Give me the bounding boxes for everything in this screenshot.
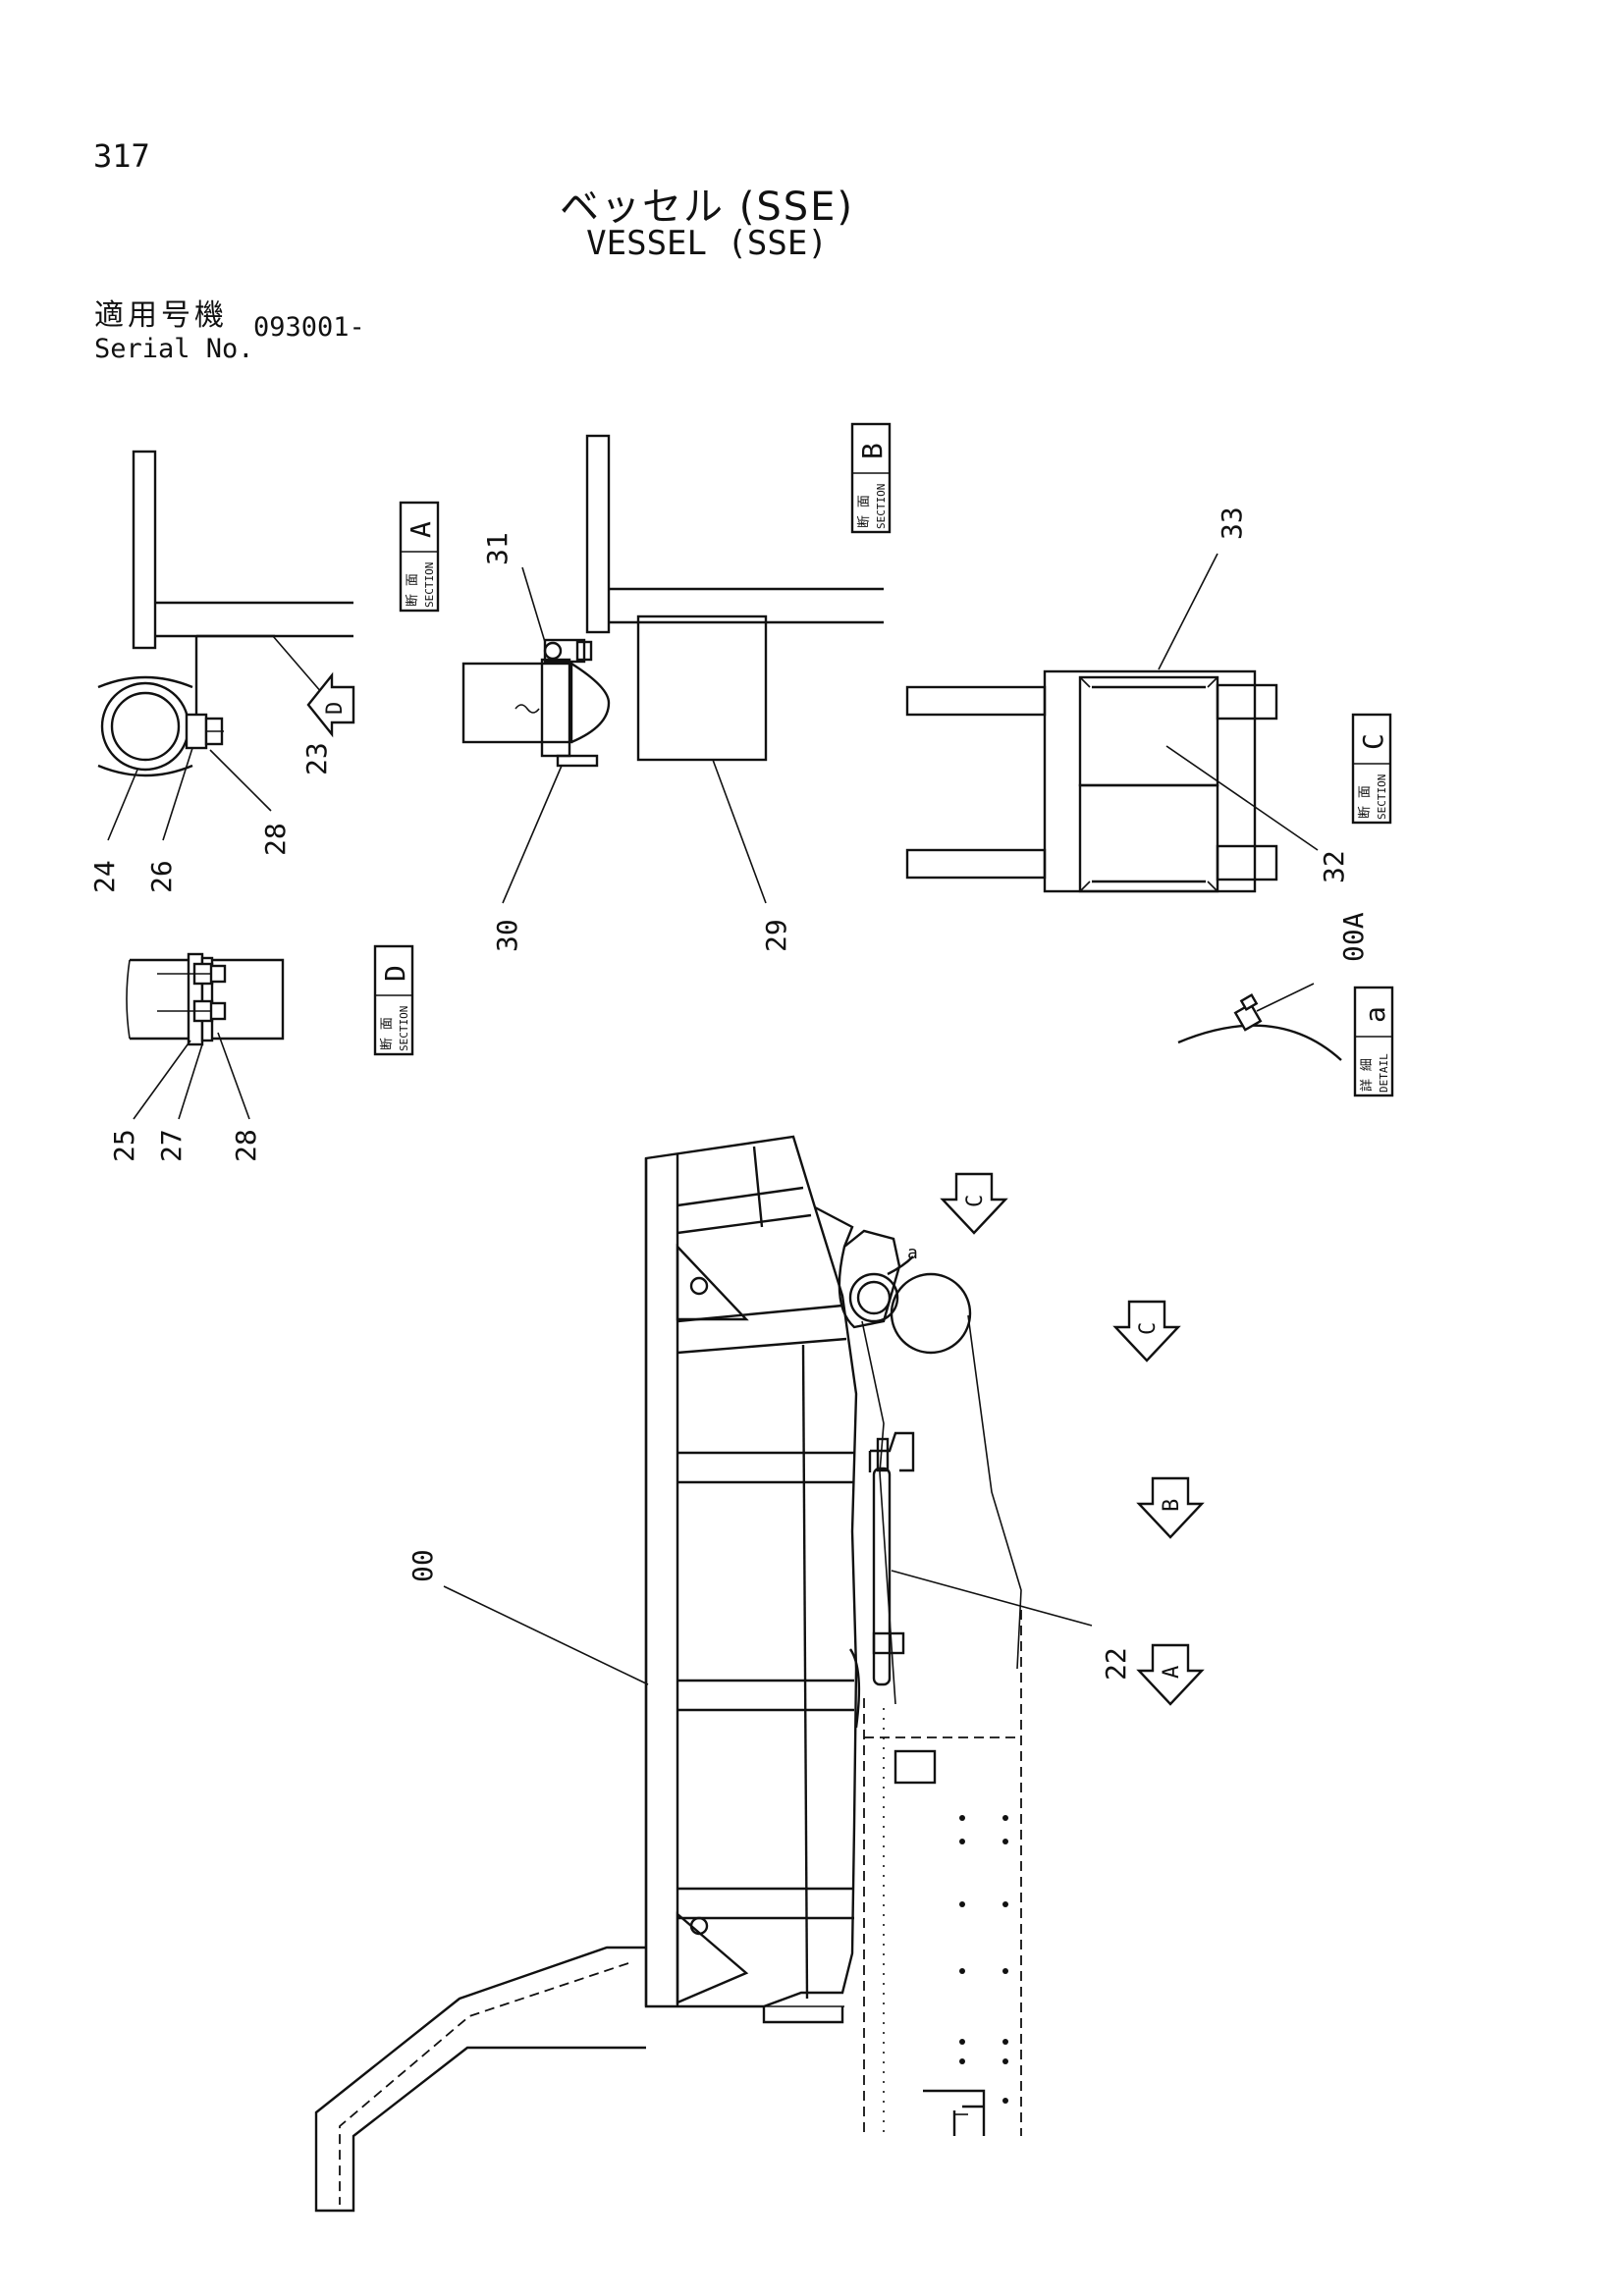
tag-c-jp: 断 面 bbox=[1358, 785, 1373, 819]
callout-32: 32 bbox=[1318, 850, 1350, 883]
arrow-c-top-label: C bbox=[963, 1195, 988, 1207]
tag-a-en: SECTION bbox=[423, 562, 436, 608]
detail-a-view bbox=[1177, 993, 1342, 1061]
serial-label-english: Serial No. bbox=[94, 334, 254, 364]
tag-d-letter: D bbox=[379, 965, 411, 982]
callout-22: 22 bbox=[1100, 1647, 1132, 1681]
tag-c-letter: C bbox=[1357, 733, 1389, 750]
view-tag-section-d: 断 面 SECTION D bbox=[373, 944, 414, 1056]
view-tag-section-a: 断 面 SECTION A bbox=[399, 501, 440, 613]
view-arrow-a: A bbox=[1136, 1643, 1205, 1706]
view-arrow-b: B bbox=[1136, 1476, 1205, 1539]
vessel-side-view: a bbox=[314, 1135, 1022, 2213]
part-callouts: 23 24 26 28 31 30 29 33 32 25 27 28 00A … bbox=[88, 507, 1370, 1681]
callout-26: 26 bbox=[145, 860, 178, 893]
view-arrow-c: C bbox=[1112, 1300, 1181, 1362]
tag-a-jp: 断 面 bbox=[406, 573, 420, 607]
detail-mark: a bbox=[907, 1243, 918, 1263]
section-c-view bbox=[905, 669, 1278, 893]
serial-number-value: 093001- bbox=[253, 312, 365, 343]
callout-27: 27 bbox=[155, 1129, 188, 1162]
tag-b-letter: B bbox=[856, 443, 889, 459]
callout-00a: 00A bbox=[1337, 912, 1370, 962]
title-english: VESSEL (SSE) bbox=[586, 224, 828, 263]
view-arrow-d: D bbox=[306, 671, 355, 738]
tag-detail-letter: a bbox=[1359, 1006, 1391, 1023]
tag-b-jp: 断 面 bbox=[857, 495, 872, 528]
arrow-c-label: C bbox=[1136, 1322, 1161, 1335]
callout-28b: 28 bbox=[230, 1129, 262, 1162]
tag-detail-en: DETAIL bbox=[1378, 1053, 1390, 1093]
callout-29: 29 bbox=[760, 919, 792, 952]
tag-a-letter: A bbox=[405, 521, 437, 538]
callout-24: 24 bbox=[88, 860, 121, 893]
page-number: 317 bbox=[93, 137, 150, 175]
arrow-b-label: B bbox=[1160, 1499, 1184, 1512]
callout-28: 28 bbox=[259, 823, 292, 856]
callout-25: 25 bbox=[108, 1129, 140, 1162]
leader-lines bbox=[107, 553, 1319, 1685]
callout-23: 23 bbox=[300, 742, 333, 775]
tag-d-jp: 断 面 bbox=[380, 1017, 395, 1050]
section-a-view bbox=[97, 450, 353, 777]
callout-31: 31 bbox=[481, 532, 514, 565]
tag-detail-jp: 詳 細 bbox=[1359, 1058, 1375, 1092]
view-arrow-c-top: C bbox=[940, 1172, 1008, 1235]
arrow-a-label: A bbox=[1160, 1666, 1184, 1679]
serial-label-japanese: 適用号機 bbox=[94, 298, 228, 333]
title-japanese: ベッセル (SSE) bbox=[560, 185, 854, 230]
callout-00: 00 bbox=[406, 1549, 439, 1582]
view-tag-section-b: 断 面 SECTION B bbox=[850, 422, 892, 534]
section-b-view bbox=[461, 434, 884, 768]
arrow-d-label: D bbox=[323, 702, 348, 715]
callout-30: 30 bbox=[491, 919, 523, 952]
section-d-view bbox=[126, 952, 285, 1046]
view-tag-section-c: 断 面 SECTION C bbox=[1351, 713, 1392, 825]
tag-d-en: SECTION bbox=[398, 1006, 410, 1051]
tag-c-en: SECTION bbox=[1376, 774, 1388, 820]
view-tag-detail-a: 詳 細 DETAIL a bbox=[1353, 986, 1394, 1097]
tag-b-en: SECTION bbox=[875, 484, 888, 529]
callout-33: 33 bbox=[1216, 507, 1248, 540]
